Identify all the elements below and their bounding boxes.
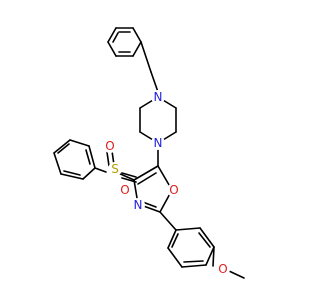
oxazole-aryl-bond xyxy=(159,211,177,231)
molecule-diagram: N N S O O N O O xyxy=(53,27,245,279)
benzyl-phenyl-ring xyxy=(107,27,142,57)
atom-labels: N N S O O N O O xyxy=(103,90,230,276)
atom-o-oxazole: O xyxy=(169,183,178,197)
atom-o-methoxy: O xyxy=(218,262,227,276)
methoxyphenyl-ring xyxy=(167,227,215,268)
atom-s-sulfonyl: S xyxy=(111,162,119,176)
benzyl-ch2-bond-1 xyxy=(140,41,152,73)
benzyl-ch2-bond-2 xyxy=(150,71,159,93)
atom-n-bottom: N xyxy=(154,136,163,150)
atom-o-sulfonyl-2: O xyxy=(120,183,129,197)
molecule-structure: N N S O O N O O xyxy=(53,27,245,279)
phenylsulfonyl-ring xyxy=(53,139,96,180)
methoxy-bond-1 xyxy=(212,246,215,267)
atom-n-top: N xyxy=(154,90,163,104)
methoxy-bond-2 xyxy=(228,270,245,279)
atom-o-sulfonyl-1: O xyxy=(105,139,114,153)
atom-n-oxazole: N xyxy=(134,198,143,212)
